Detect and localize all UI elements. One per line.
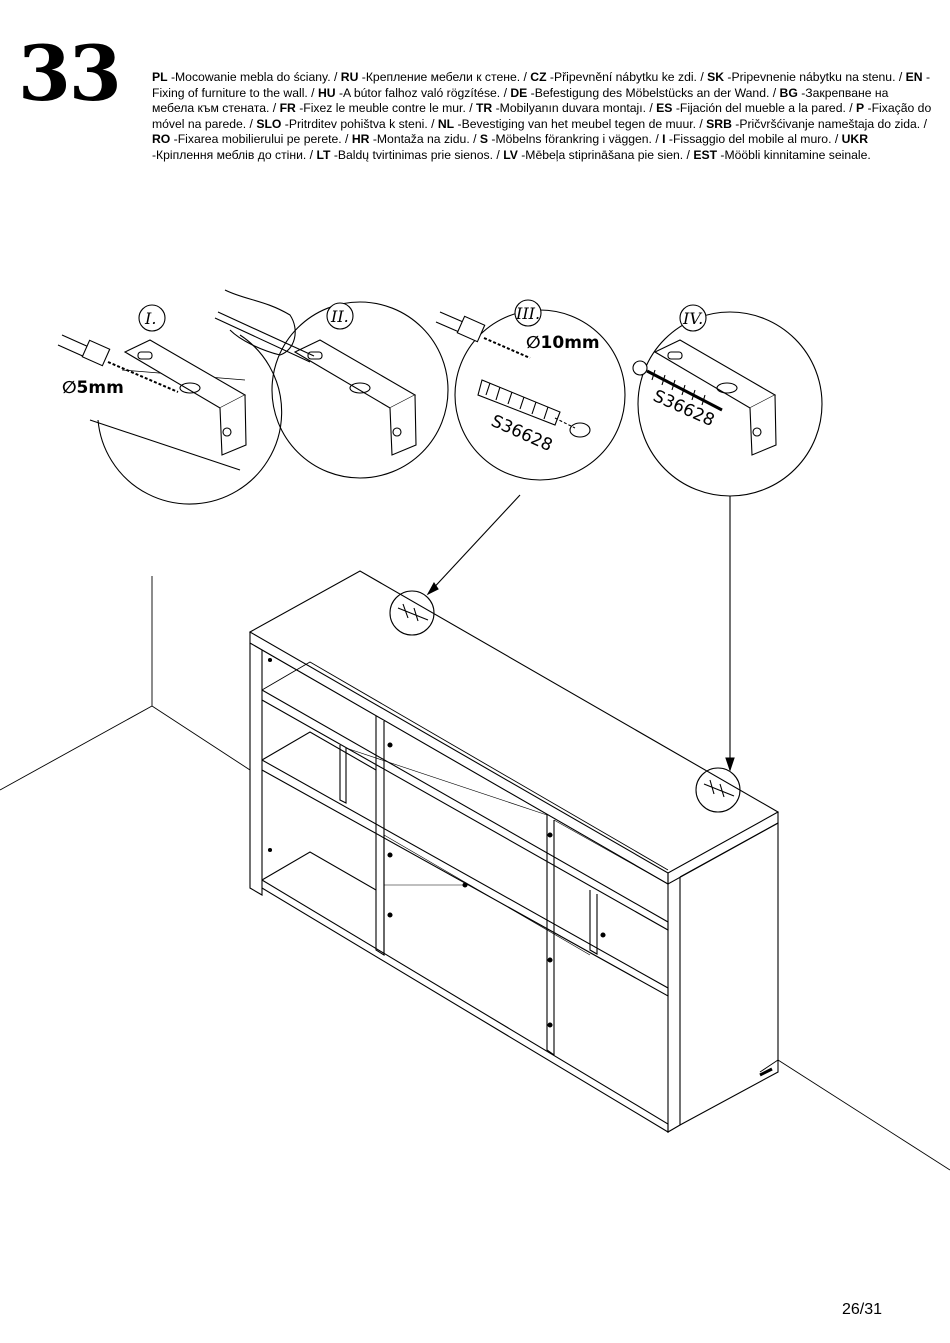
language-code: NL — [437, 116, 455, 131]
language-code: LV — [503, 147, 518, 162]
instruction-text: -Fixez le meuble contre le mur. / — [295, 101, 476, 116]
instruction-slo: SLO -Pritrditev pohištva k steni. / — [256, 117, 438, 131]
instruction-text: -Pripevnenie nábytku na stenu. / — [724, 70, 906, 84]
detail-step-1: I. ∅5mm — [57, 304, 283, 505]
step-4-roman: IV. — [682, 309, 703, 328]
language-code: ES — [656, 101, 673, 116]
instruction-p: P -Fixação do móvel na parede. / — [152, 101, 931, 131]
pointer-line-step-3 — [427, 494, 521, 595]
language-code: I — [662, 132, 666, 147]
instruction-ro: RO -Fixarea mobilierului pe perete. / — [152, 132, 352, 146]
instruction-text: -Крепление мебели к стене. / — [358, 70, 531, 84]
fixing-point-left — [389, 590, 435, 636]
instruction-text: -Fixing of furniture to the wall. / — [152, 70, 931, 100]
language-code: P — [856, 101, 865, 116]
language-code: RO — [152, 132, 171, 147]
instruction-text: -Fijación del mueble a la pared. / — [672, 101, 857, 116]
instruction-text: -Кріплення меблів до стіни. / — [152, 147, 317, 162]
language-code: LT — [316, 147, 331, 162]
language-code: BG — [779, 85, 798, 100]
fixing-point-right — [695, 767, 741, 813]
instruction-srb: SRB -Pričvršćivanje nameštaja do zida. / — [706, 117, 927, 131]
instruction-nl: NL -Bevestiging van het meubel tegen de … — [438, 117, 706, 131]
instruction-text: -A bútor falhoz való rögzítése. / — [335, 85, 511, 100]
language-code: SRB — [706, 116, 732, 131]
instruction-cz: CZ -Připevnění nábytku ke zdi. / — [530, 70, 707, 84]
language-code: FR — [279, 101, 296, 116]
language-code: S — [479, 132, 488, 147]
language-code: HU — [317, 85, 336, 100]
instruction-lt: LT -Baldų tvirtinimas prie sienos. / — [316, 148, 503, 162]
step-number: 33 — [18, 29, 122, 118]
instruction-s: S -Möbelns förankring i väggen. / — [480, 132, 662, 146]
instruction-hr: HR -Montaža na zidu. / — [352, 132, 480, 146]
instruction-sk: SK -Pripevnenie nábytku na stenu. / — [707, 70, 906, 84]
detail-step-4: IV. S36628 — [632, 304, 823, 497]
instruction-text: -Mocowanie mebla do ściany. / — [167, 70, 341, 84]
drill-icon — [435, 311, 531, 359]
drill-size-5mm: ∅5mm — [62, 378, 124, 398]
instruction-hu: HU -A bútor falhoz való rögzítése. / — [318, 86, 510, 100]
instruction-est: EST -Mööbli kinnitamine seinale. — [693, 148, 870, 162]
language-code: HR — [351, 132, 370, 147]
instruction-text: -Bevestiging van het meubel tegen de muu… — [454, 116, 707, 131]
room-walls — [0, 576, 950, 1171]
step-3-roman: III. — [515, 304, 540, 323]
instruction-text: -Закрепване на мебела към стената. / — [152, 85, 889, 116]
instruction-es: ES -Fijación del mueble a la pared. / — [656, 101, 856, 115]
instruction-text: -Montaža na zidu. / — [369, 132, 480, 147]
instruction-text: -Baldų tvirtinimas prie sienos. / — [330, 147, 504, 162]
sideboard-cabinet — [248, 570, 780, 1133]
part-code-s36628-2: S36628 — [650, 386, 717, 431]
instruction-text: -Mēbeļa stiprināšana pie sien. / — [517, 147, 694, 162]
instruction-text: -Pričvršćivanje nameštaja do zida. / — [731, 116, 927, 131]
page-number: 26/31 — [841, 1301, 882, 1318]
language-code: DE — [510, 85, 528, 100]
language-code: EST — [693, 147, 718, 162]
instruction-pl: PL -Mocowanie mebla do ściany. / — [152, 70, 341, 84]
screw-icon — [632, 360, 723, 412]
instruction-en: EN -Fixing of furniture to the wall. / — [152, 70, 930, 100]
instruction-text: -Fixação do móvel na parede. / — [152, 101, 932, 131]
language-code: EN — [905, 70, 923, 84]
language-code: PL — [152, 70, 168, 84]
instruction-text: -Möbelns förankring i väggen. / — [488, 132, 663, 147]
hand-pencil-icon — [214, 289, 315, 363]
language-code: UKR — [841, 132, 869, 147]
instruction-text: -Připevnění nábytku ke zdi. / — [546, 70, 708, 84]
step-2-roman: II. — [330, 307, 349, 326]
instruction-bg: BG -Закрепване на мебела към стената. / — [152, 86, 888, 116]
instruction-ukr: UKR -Кріплення меблів до стіни. / — [152, 132, 868, 162]
drill-size-10mm: ∅10mm — [526, 333, 600, 353]
instruction-tr: TR -Mobilyanın duvara montajı. / — [476, 101, 656, 115]
step-1-roman: I. — [144, 309, 156, 328]
instruction-text: -Mobilyanın duvara montajı. / — [492, 101, 657, 116]
drill-icon — [57, 334, 179, 393]
wall-plug-icon — [477, 379, 561, 426]
detail-step-2: II. — [214, 289, 449, 479]
instruction-lv: LV -Mēbeļa stiprināšana pie sien. / — [503, 148, 693, 162]
detail-step-3: III. ∅10mm S36628 — [435, 299, 626, 481]
language-code: SK — [707, 70, 725, 84]
instruction-text: -Mööbli kinnitamine seinale. — [717, 147, 871, 162]
instruction-fr: FR -Fixez le meuble contre le mur. / — [280, 101, 476, 115]
language-code: SLO — [256, 116, 282, 131]
instruction-text: -Befestigung des Möbelstücks an der Wand… — [527, 85, 780, 100]
language-code: CZ — [530, 70, 547, 84]
instructions-multilingual: PL -Mocowanie mebla do ściany. / RU -Кре… — [152, 70, 932, 164]
instruction-text: -Pritrditev pohištva k steni. / — [281, 116, 438, 131]
instruction-ru: RU -Крепление мебели к стене. / — [341, 70, 531, 84]
instruction-de: DE -Befestigung des Möbelstücks an der W… — [510, 86, 779, 100]
instruction-text: -Fixarea mobilierului pe perete. / — [170, 132, 352, 147]
language-code: TR — [475, 101, 493, 116]
instruction-text: -Fissaggio del mobile al muro. / — [665, 132, 842, 147]
language-code: RU — [340, 70, 359, 84]
instruction-i: I -Fissaggio del mobile al muro. / — [662, 132, 842, 146]
